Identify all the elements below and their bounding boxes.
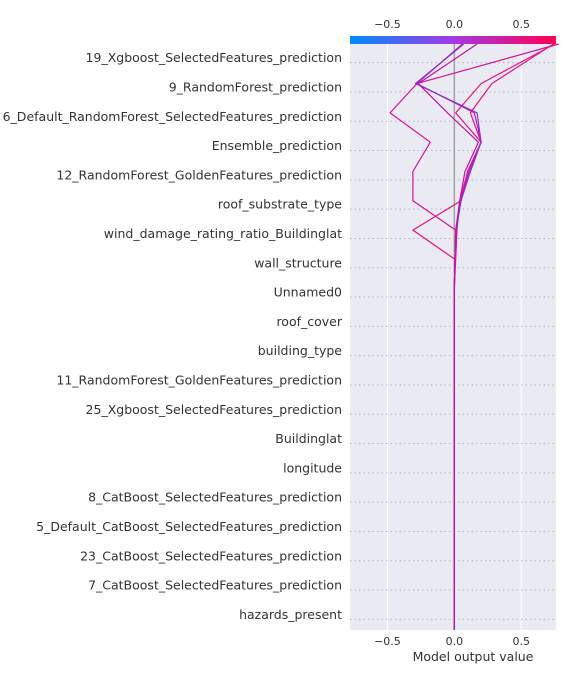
feature-label: 9_RandomForest_prediction [169, 79, 342, 94]
bottom-tick-label: −0.5 [374, 635, 401, 648]
feature-label: Ensemble_prediction [212, 138, 342, 153]
feature-label: hazards_present [239, 607, 342, 622]
top-tick-label: 0.0 [446, 18, 464, 31]
feature-label: 23_CatBoost_SelectedFeatures_prediction [80, 548, 342, 563]
feature-label: wall_structure [254, 255, 342, 270]
decision-path [417, 43, 479, 630]
feature-label: building_type [258, 343, 343, 358]
colorbar [350, 36, 556, 44]
feature-label: 7_CatBoost_SelectedFeatures_prediction [88, 578, 342, 593]
feature-label: longitude [283, 460, 342, 475]
plot-background [350, 44, 556, 630]
feature-label: 8_CatBoost_SelectedFeatures_prediction [88, 490, 342, 505]
feature-label: 12_RandomForest_GoldenFeatures_predictio… [56, 167, 342, 182]
top-tick-label: 0.5 [512, 18, 530, 31]
feature-label: 6_Default_RandomForest_SelectedFeatures_… [3, 109, 342, 124]
top-tick-label: −0.5 [374, 18, 401, 31]
x-axis-title: Model output value [413, 649, 534, 664]
feature-label: roof_cover [276, 314, 342, 329]
feature-label: 11_RandomForest_GoldenFeatures_predictio… [56, 372, 342, 387]
bottom-tick-label: 0.0 [446, 635, 464, 648]
feature-label: 5_Default_CatBoost_SelectedFeatures_pred… [36, 519, 342, 534]
feature-label: wind_damage_rating_ratio_Buildinglat [104, 226, 342, 241]
bottom-tick-label: 0.5 [512, 635, 530, 648]
feature-label: roof_substrate_type [218, 197, 342, 212]
feature-label: 25_Xgboost_SelectedFeatures_prediction [86, 402, 342, 417]
feature-label: Unnamed0 [274, 285, 342, 300]
feature-label: Buildinglat [275, 431, 342, 446]
feature-label: 19_Xgboost_SelectedFeatures_prediction [86, 50, 342, 65]
